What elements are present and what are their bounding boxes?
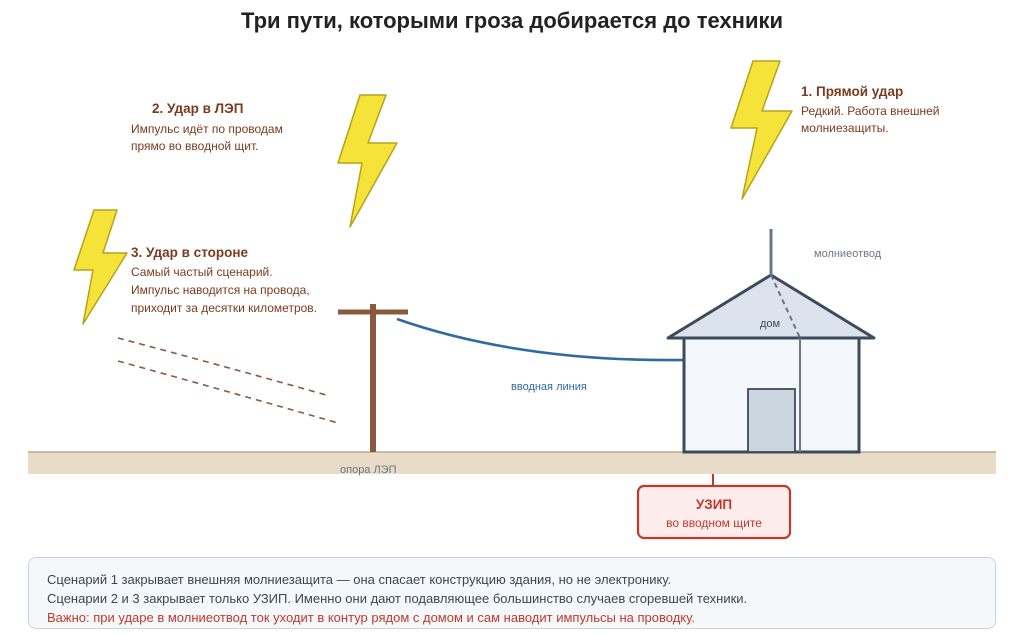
summary-note-line2: Сценарии 2 и 3 закрывает только УЗИП. Им… — [47, 591, 748, 606]
uzip-title: УЗИП — [696, 497, 732, 512]
power-pole-label: опора ЛЭП — [340, 464, 397, 476]
lightning-paths-diagram: Три пути, которыми гроза добирается до т… — [28, 8, 996, 540]
scenario-power-line-line1: Импульс идёт по проводам — [131, 122, 283, 136]
diagram-title: Три пути, которыми гроза добирается до т… — [241, 8, 783, 33]
house-label: дом — [760, 318, 780, 330]
scenario-nearby-line3: приходит за десятки километров. — [131, 301, 317, 315]
scenario-power-line-line2: прямо во вводной щит. — [131, 139, 258, 153]
uzip-box — [636, 484, 792, 540]
scenario-nearby-line1: Самый частый сценарий. — [131, 265, 273, 279]
lightning-bolt-power-line-icon — [337, 94, 398, 228]
scenario-direct-line1: Редкий. Работа внешней — [801, 104, 939, 118]
service-line-label: вводная линия — [511, 381, 587, 393]
uzip-subtitle: во вводном щите — [666, 516, 762, 530]
induction-wave-upper — [117, 337, 327, 396]
ground-strip — [28, 452, 996, 474]
summary-note-box: Сценарий 1 закрывает внешняя молниезащит… — [28, 557, 996, 629]
house-door — [747, 388, 796, 453]
scenario-nearby-heading: 3. Удар в стороне — [131, 245, 249, 260]
lightning-bolt-direct-icon — [730, 60, 793, 200]
scenario-power-line-heading: 2. Удар в ЛЭП — [152, 101, 243, 116]
scenario-nearby-line2: Импульс наводится на провода, — [131, 283, 310, 297]
scenario-direct-heading: 1. Прямой удар — [801, 84, 903, 99]
induction-wave-lower — [117, 360, 339, 424]
summary-note-line1: Сценарий 1 закрывает внешняя молниезащит… — [47, 572, 672, 587]
lightning-rod-label: молниеотвод — [814, 248, 882, 260]
lightning-bolt-nearby-icon — [73, 209, 128, 325]
scenario-direct-line2: молниезащиты. — [801, 121, 889, 135]
service-line-wire — [396, 317, 685, 362]
summary-note-warning: Важно: при ударе в молниеотвод ток уходи… — [47, 610, 695, 625]
down-conductor-roof — [770, 274, 801, 339]
